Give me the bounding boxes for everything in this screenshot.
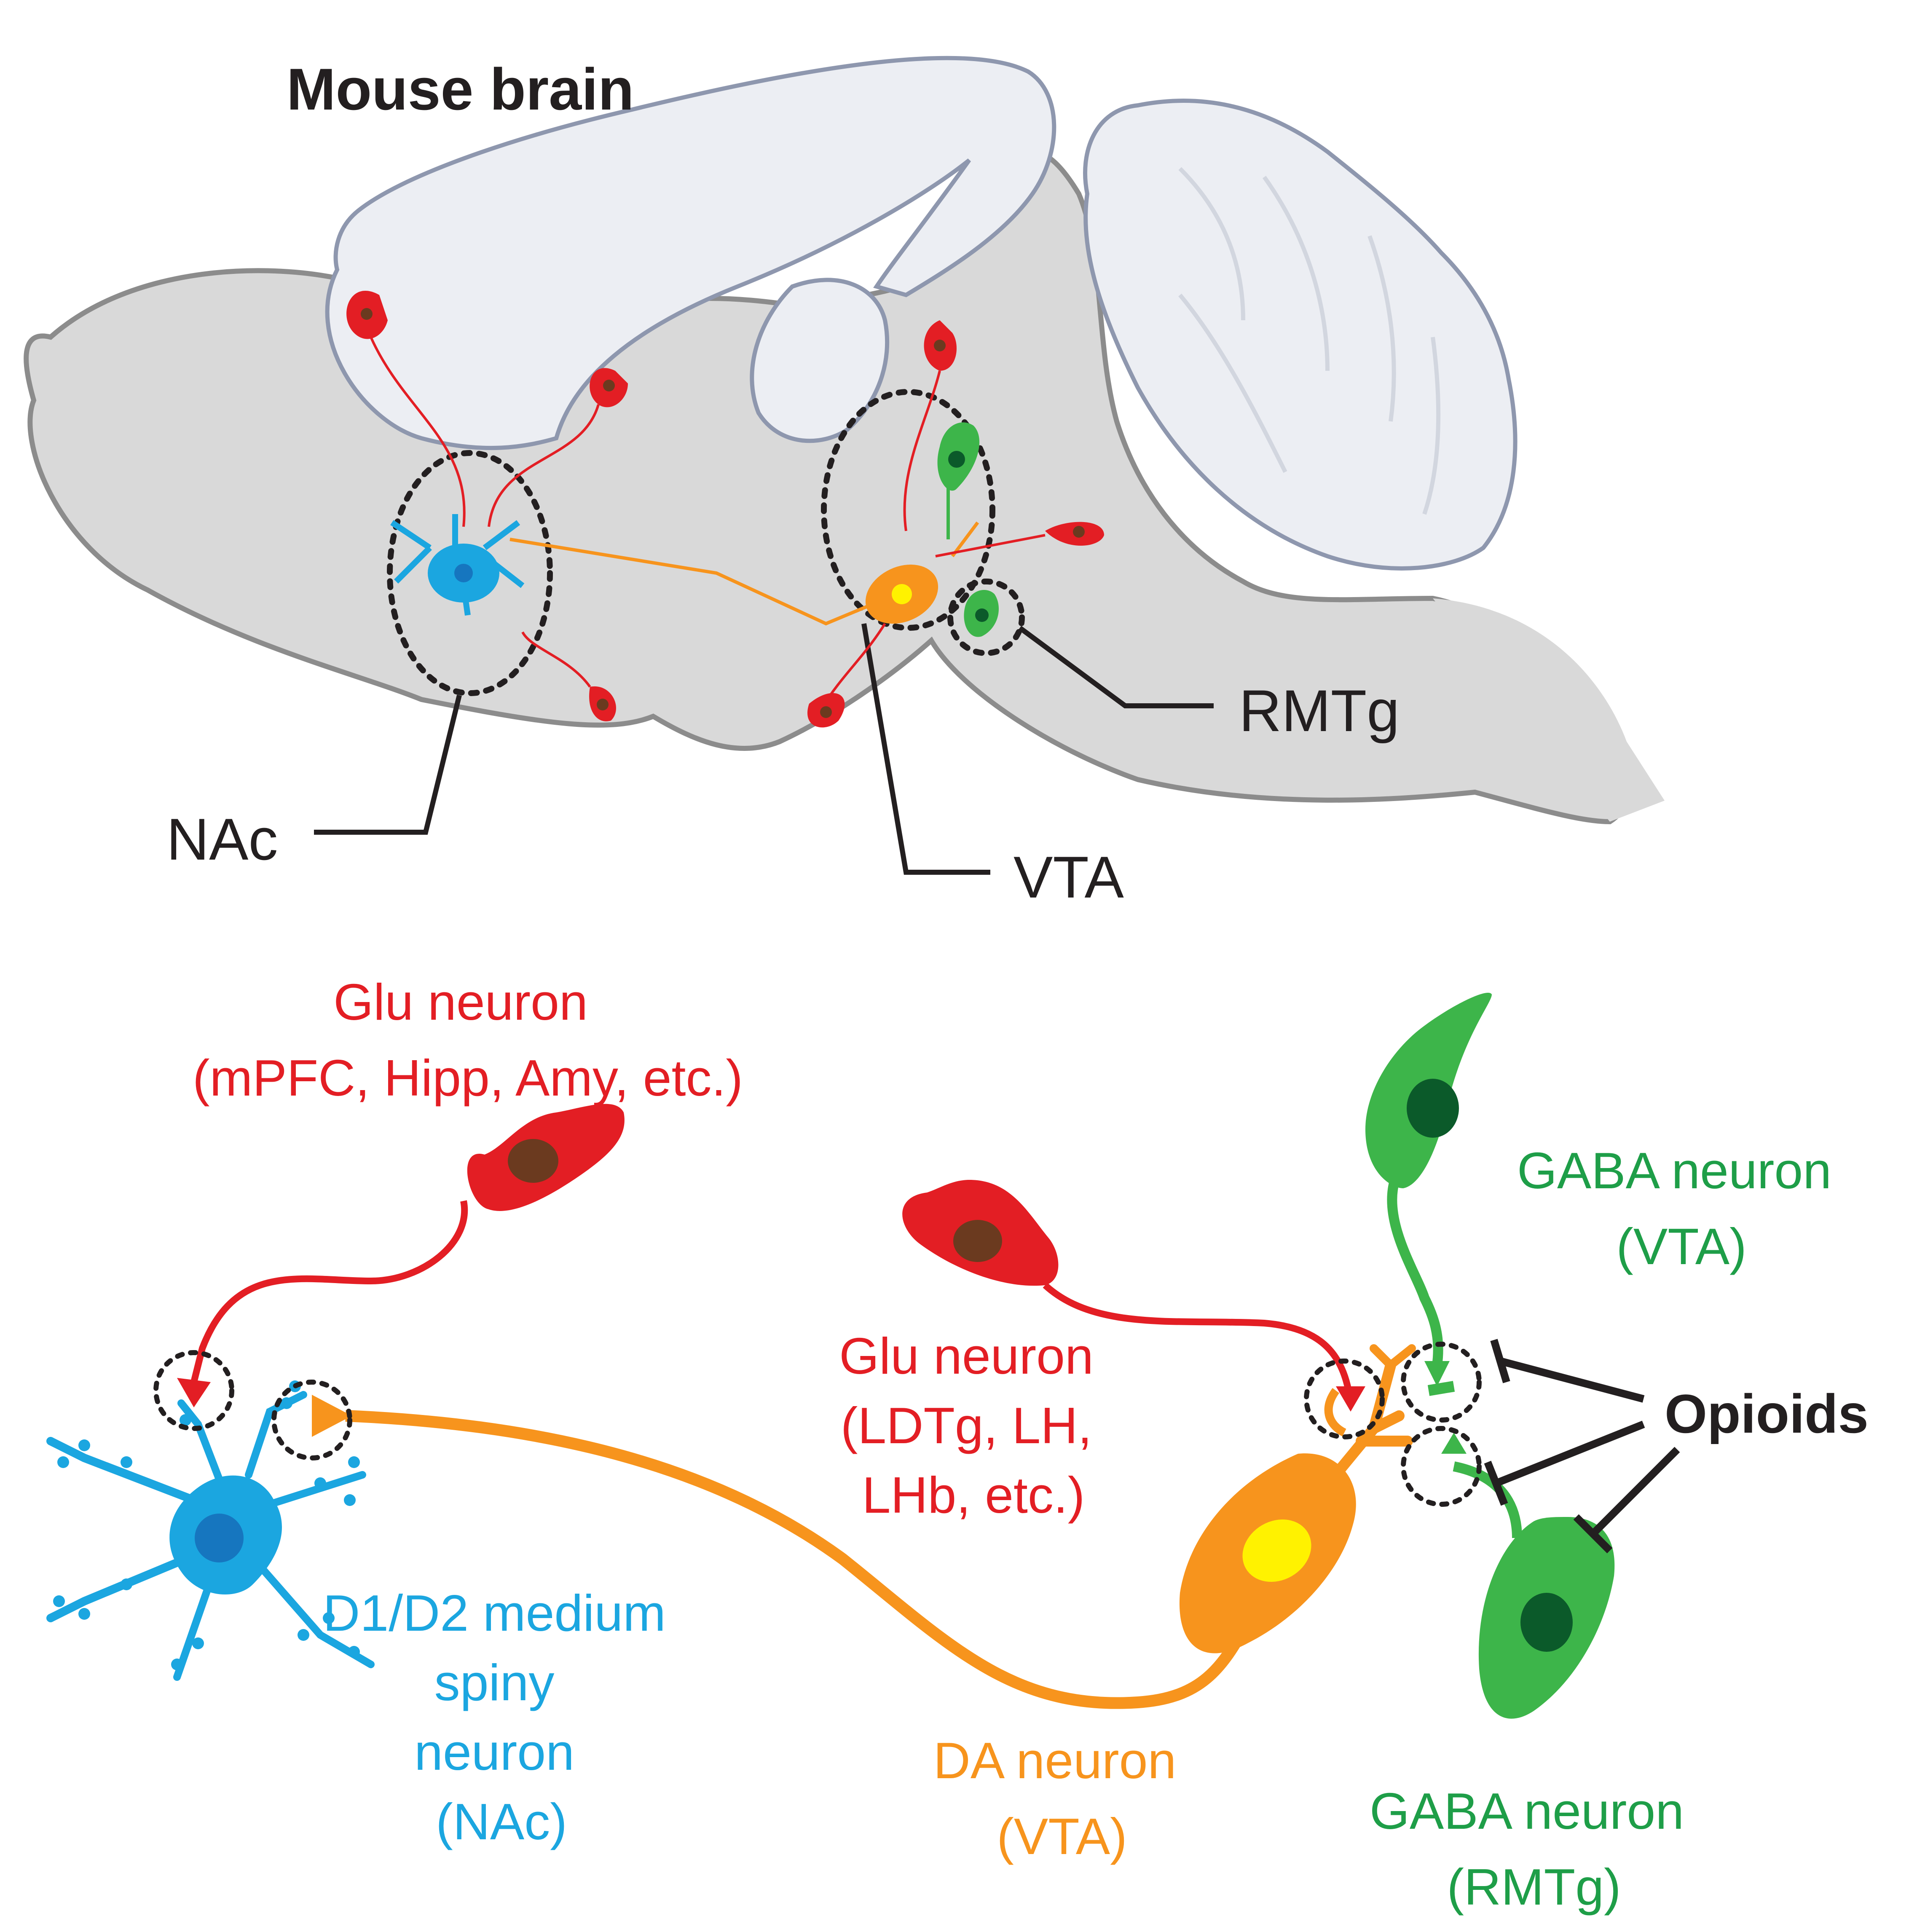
gaba-rmtg-label-line2: (RMTg) — [1447, 1858, 1621, 1916]
glu-mid-label-line2: (LDTg, LH, — [841, 1397, 1092, 1454]
msn-spines — [53, 1380, 360, 1670]
msn-label-line4: (NAc) — [436, 1793, 567, 1850]
synapse-circle-gaba-vta-da — [1401, 1342, 1482, 1423]
da-label-line1: DA neuron — [933, 1732, 1177, 1789]
rmtg-leader — [1018, 626, 1214, 708]
vta-leader — [861, 623, 990, 875]
opioids-label: Opioids — [1665, 1383, 1869, 1444]
cerebellum-folia — [1178, 167, 1441, 515]
small-da-neuron — [509, 521, 979, 626]
cortex — [325, 56, 1056, 450]
cerebellum — [1083, 99, 1518, 571]
synapse-circle-gaba-rmtg-da — [1401, 1426, 1482, 1507]
msn-label-line1: D1/D2 medium — [323, 1584, 666, 1642]
gaba-neuron-vta — [1365, 993, 1492, 1396]
glu-mid-label: Glu neuron (LDTg, LH, LHb, etc.) — [839, 1327, 1108, 1524]
gaba-vta-label-line1: GABA neuron — [1517, 1142, 1831, 1199]
glu-neuron-mid — [902, 1180, 1365, 1412]
small-gaba-rmtg-neuron — [964, 590, 999, 637]
vta-region-label: VTA — [1013, 844, 1124, 910]
glu-mid-label-line1: Glu neuron — [839, 1327, 1094, 1385]
nac-region-label: NAc — [166, 806, 278, 872]
nac-region-circle — [387, 450, 553, 696]
diagram-title: Mouse brain — [287, 56, 634, 122]
glu-top-label-line2: (mPFC, Hipp, Amy, etc.) — [193, 1049, 743, 1107]
rmtg-region-label: RMTg — [1239, 678, 1400, 744]
msn-nucleus — [195, 1514, 244, 1562]
glu-mid-label-line3: LHb, etc.) — [862, 1466, 1085, 1524]
msn-label-line2: spiny — [434, 1654, 555, 1711]
gaba-rmtg-label-line1: GABA neuron — [1370, 1782, 1684, 1840]
brain-section — [24, 56, 1665, 875]
small-gaba-vta-neuron — [937, 422, 980, 539]
small-glu-nuclei — [361, 308, 1085, 718]
gaba-vta-label-line2: (VTA) — [1616, 1218, 1746, 1275]
small-msn-neuron — [390, 514, 525, 616]
synapse-circle-glu-da — [1304, 1359, 1385, 1439]
gaba-vta-label: GABA neuron (VTA) — [1517, 1142, 1846, 1275]
da-label-line2: (VTA) — [997, 1808, 1127, 1865]
glu-neuron-top — [177, 1104, 625, 1407]
msn-label-line3: neuron — [414, 1723, 574, 1781]
da-neuron — [1179, 1344, 1416, 1653]
da-label: DA neuron (VTA) — [933, 1732, 1190, 1865]
thalamus-lobe — [750, 278, 890, 443]
da-terminal — [312, 1395, 352, 1437]
synapse-circle-da-msn — [271, 1380, 352, 1460]
synapse-circles — [153, 1342, 1482, 1507]
da-axon — [345, 1410, 1253, 1709]
glu-top-label-line1: Glu neuron — [333, 973, 588, 1031]
small-glu-axons — [370, 336, 1046, 709]
opioid-inhibition-lines — [1484, 1339, 1680, 1554]
brainstem — [1433, 598, 1665, 822]
nac-leader — [314, 694, 462, 835]
synapse-circle-glu-msn — [153, 1350, 234, 1431]
gaba-neuron-rmtg — [1441, 1433, 1615, 1719]
rmtg-region-circle — [947, 579, 1025, 656]
glu-top-label: Glu neuron (mPFC, Hipp, Amy, etc.) — [193, 973, 743, 1107]
gaba-rmtg-label: GABA neuron (RMTg) — [1370, 1782, 1698, 1916]
vta-region-circle — [821, 389, 995, 631]
msn-label: D1/D2 medium spiny neuron (NAc) — [323, 1584, 680, 1850]
